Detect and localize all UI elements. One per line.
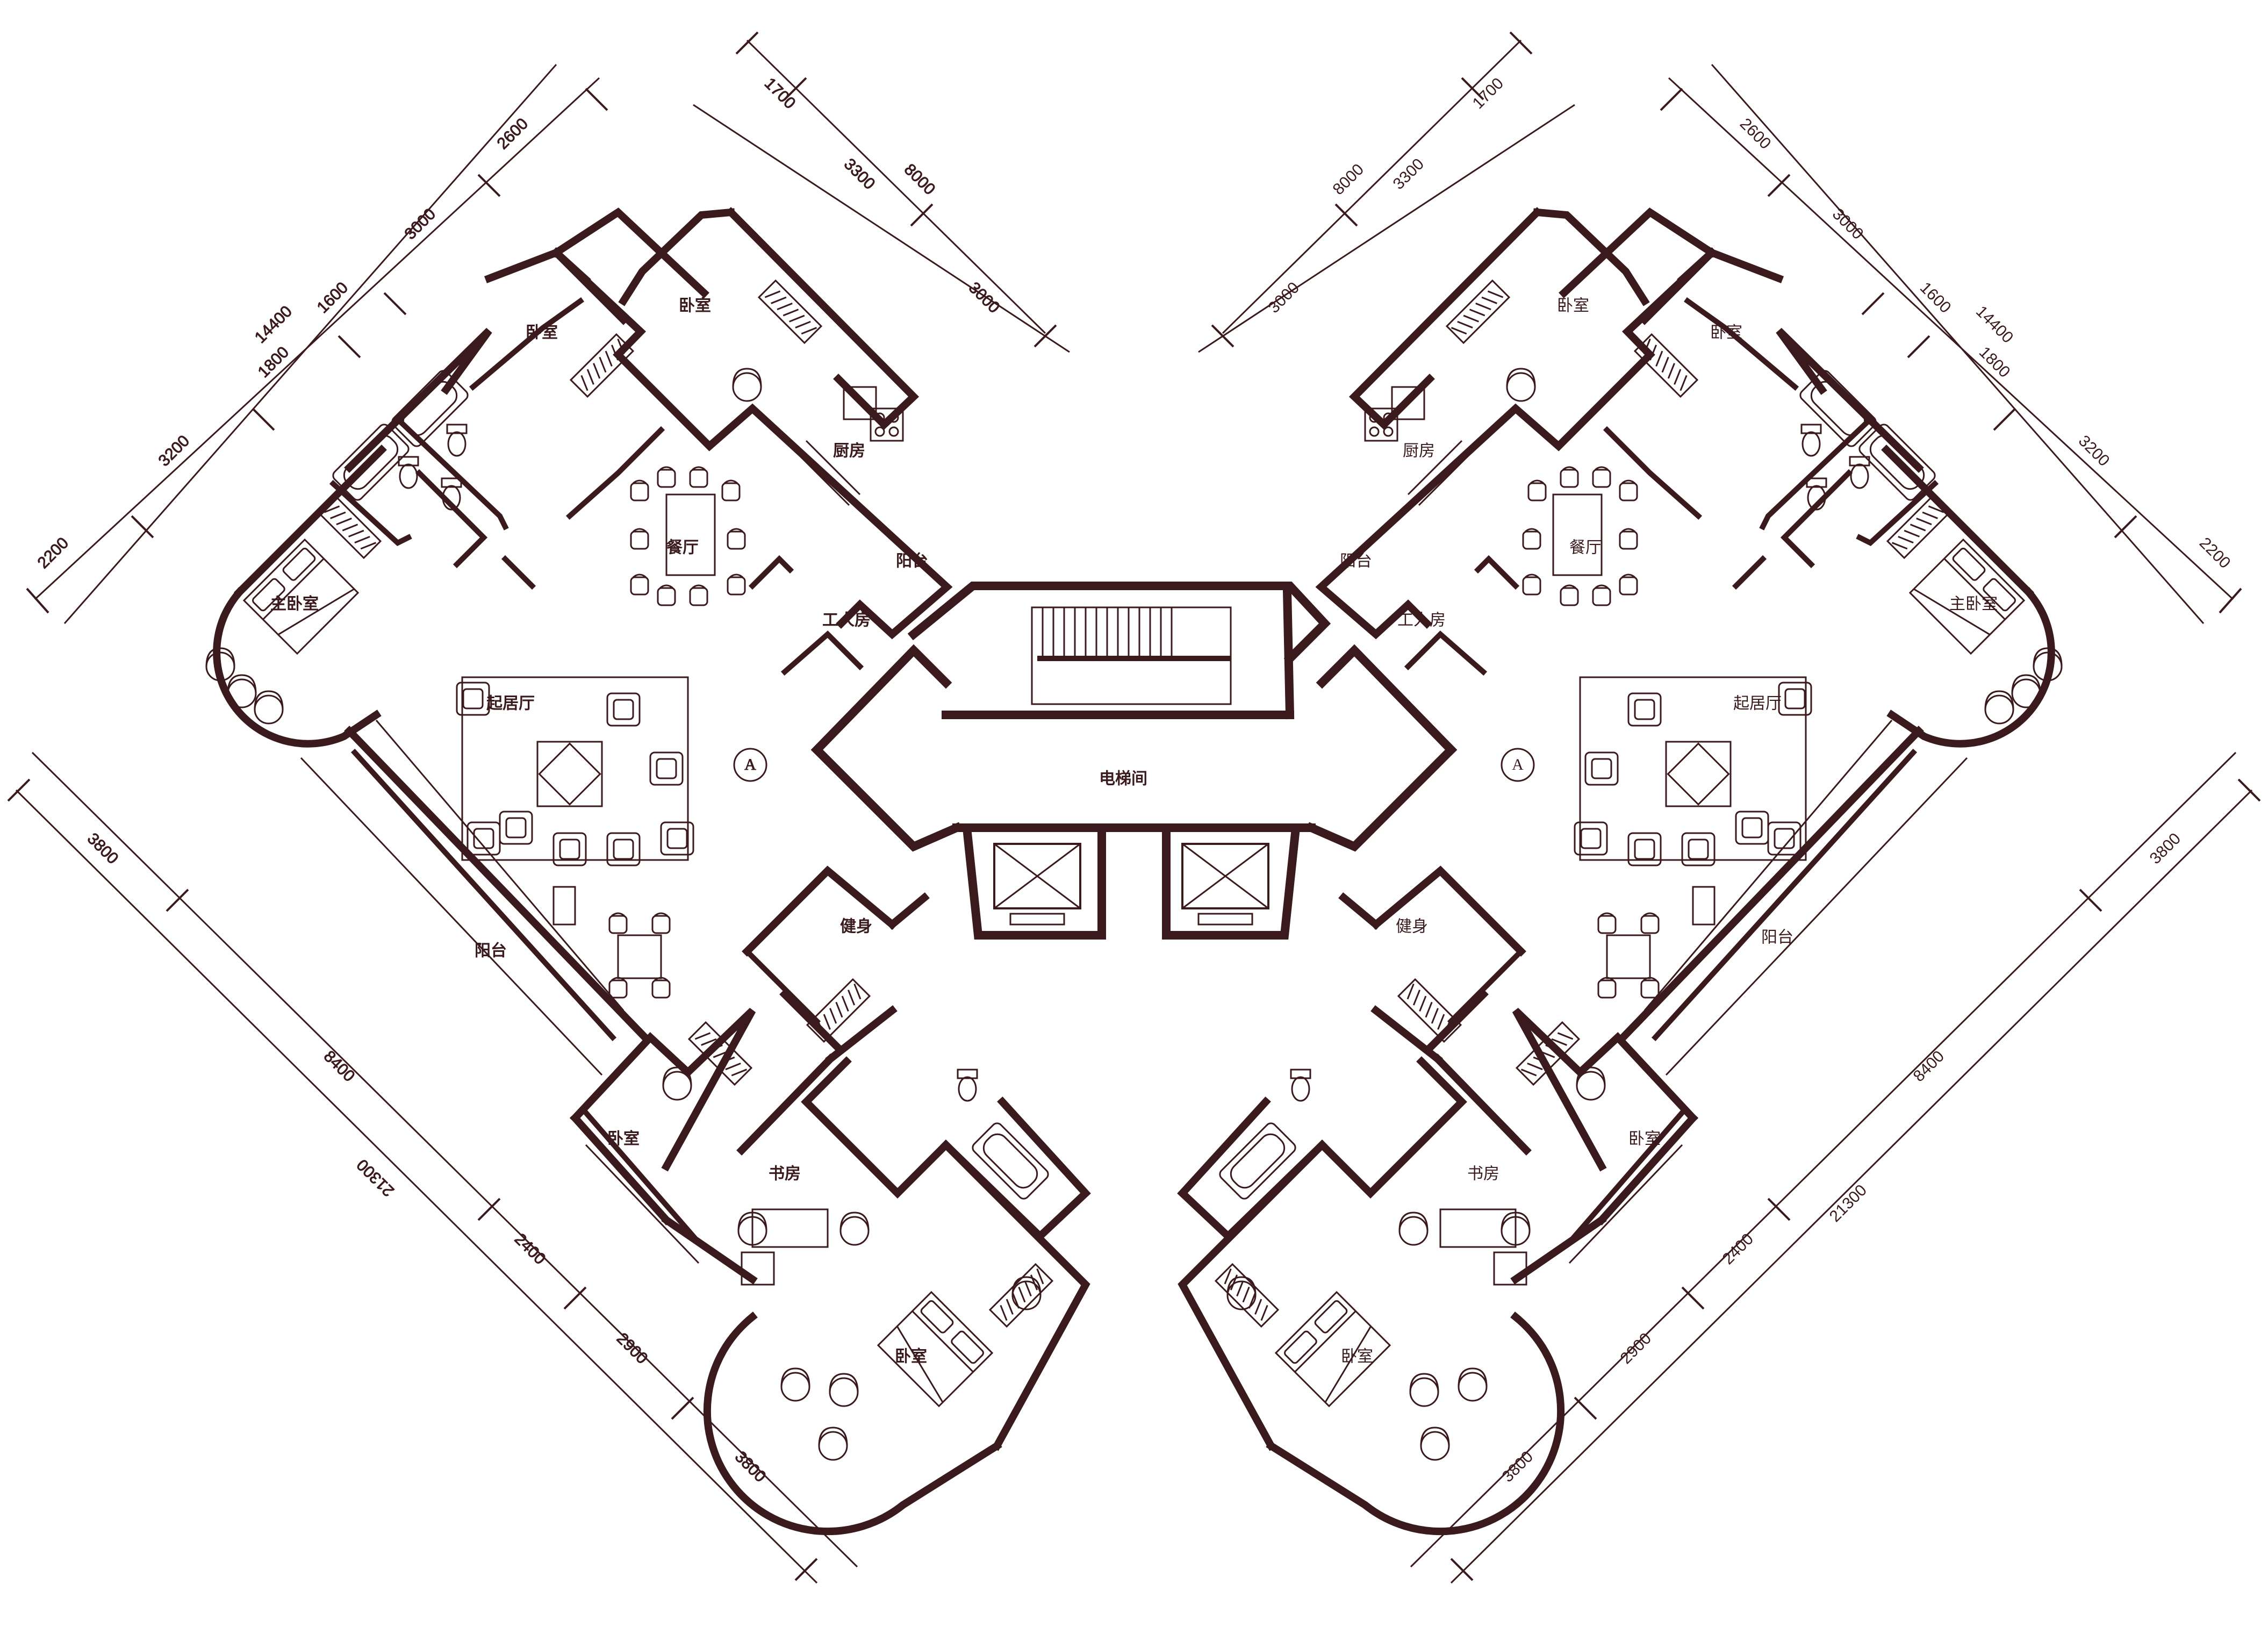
- right-label-bedroom-ne: 卧室: [1710, 324, 1742, 342]
- svg-text:1800: 1800: [255, 343, 293, 382]
- svg-text:1700: 1700: [1469, 75, 1508, 113]
- label-elevator-lobby: 电梯间: [1099, 770, 1147, 789]
- elevator-left: [993, 843, 1081, 909]
- svg-text:21300: 21300: [1826, 1181, 1870, 1225]
- right-windows: [1407, 440, 1968, 1264]
- left-furniture: [205, 279, 1053, 1461]
- svg-text:3300: 3300: [1390, 155, 1428, 193]
- svg-text:3800: 3800: [731, 1448, 770, 1486]
- svg-text:2400: 2400: [1719, 1230, 1757, 1268]
- left-exterior-walls: [213, 207, 1091, 1536]
- left-label-maid-room: 工人房: [822, 611, 871, 630]
- left-unit: 卧室 卧室 厨房 餐厅 阳台 工人房 主卧室 起居厅 阳台 健身 卧室 书房 卧…: [7, 31, 1091, 1584]
- svg-text:8000: 8000: [1330, 161, 1368, 199]
- left-windows: [300, 440, 861, 1264]
- right-label-living: 起居厅: [1733, 694, 1782, 713]
- right-label-dining: 餐厅: [1569, 539, 1602, 557]
- svg-text:8400: 8400: [1910, 1048, 1948, 1086]
- right-exterior-walls: [1177, 207, 2055, 1536]
- svg-text:2900: 2900: [613, 1330, 651, 1368]
- left-room-labels: 卧室 卧室 厨房 餐厅 阳台 工人房 主卧室 起居厅 阳台 健身 卧室 书房 卧…: [270, 296, 929, 1366]
- right-unit: [1177, 31, 2261, 1584]
- svg-text:14400: 14400: [1972, 303, 2016, 347]
- left-label-study: 书房: [769, 1165, 801, 1184]
- right-section-marker: A: [1512, 756, 1524, 773]
- elevator-right: [1181, 843, 1269, 909]
- right-dim-lines: [1198, 31, 2261, 1584]
- svg-text:8000: 8000: [901, 161, 939, 199]
- svg-text:3000: 3000: [1829, 205, 1867, 243]
- svg-text:2600: 2600: [494, 115, 532, 153]
- right-label-study: 书房: [1467, 1165, 1499, 1184]
- svg-text:14400: 14400: [252, 303, 296, 347]
- right-label-bedroom-s: 卧室: [1628, 1130, 1661, 1149]
- left-living-set: [456, 676, 694, 999]
- left-label-balcony: 阳台: [475, 942, 507, 961]
- svg-text:3000: 3000: [965, 279, 1003, 317]
- left-label-bedroom-nw: 卧室: [526, 324, 558, 342]
- left-label-gym: 健身: [840, 918, 872, 936]
- svg-text:1800: 1800: [1976, 343, 2014, 382]
- svg-text:3800: 3800: [1499, 1448, 1537, 1486]
- right-label-balcony-small: 阳台: [1340, 552, 1372, 571]
- svg-text:3200: 3200: [155, 432, 193, 470]
- left-label-master-bedroom: 主卧室: [270, 595, 319, 614]
- right-label-bedroom-n: 卧室: [1557, 297, 1589, 316]
- left-label-dining: 餐厅: [666, 539, 699, 557]
- right-section-marker-circle: [1501, 748, 1535, 782]
- right-label-gym: 健身: [1396, 918, 1428, 936]
- left-dims-bottom-left: 3800 8400 21300 2400 2900 3800: [7, 751, 858, 1584]
- left-label-living: 起居厅: [486, 694, 535, 713]
- right-label-balcony: 阳台: [1761, 928, 1793, 947]
- svg-text:3200: 3200: [2075, 432, 2113, 470]
- right-furniture: [1215, 279, 2063, 1461]
- right-dims-bottom-right: 3800 8400 21300 2400 2900 3800: [1499, 830, 2185, 1486]
- left-label-bedroom-se: 卧室: [895, 1348, 927, 1366]
- right-label-maid-room: 工人房: [1397, 611, 1446, 630]
- svg-text:1700: 1700: [761, 75, 799, 113]
- right-label-master-bedroom: 主卧室: [1949, 595, 1998, 614]
- svg-text:2200: 2200: [2196, 534, 2234, 572]
- svg-text:3000: 3000: [401, 205, 440, 243]
- svg-text:A: A: [744, 756, 756, 773]
- left-dining-set: [630, 466, 746, 606]
- right-interior-walls: [1404, 297, 1939, 1026]
- left-section-marker: A: [733, 748, 767, 782]
- svg-text:3300: 3300: [841, 155, 879, 193]
- right-label-kitchen: 厨房: [1403, 442, 1435, 461]
- left-label-bedroom-s: 卧室: [607, 1130, 640, 1149]
- stair: [1031, 606, 1232, 705]
- left-label-bedroom-n: 卧室: [679, 297, 711, 316]
- core: 电梯间: [810, 582, 1458, 940]
- right-dims-top-right: 2600 3000 1600 1800 14400 3200 2200: [1736, 115, 2234, 572]
- left-label-balcony-small: 阳台: [896, 552, 928, 571]
- svg-text:2900: 2900: [1617, 1330, 1655, 1368]
- svg-text:2600: 2600: [1736, 115, 1775, 153]
- left-dims-top-right: 1700 3300 8000 3000: [693, 31, 1070, 353]
- left-label-kitchen: 厨房: [833, 442, 865, 461]
- svg-text:2200: 2200: [34, 534, 73, 572]
- right-dining-set: [1522, 466, 1638, 606]
- svg-text:2400: 2400: [511, 1230, 549, 1268]
- right-label-bedroom-sw: 卧室: [1341, 1348, 1373, 1366]
- right-unit-text: A 卧室 卧室 厨房 餐厅 阳台 工人房 主卧室 起居厅 阳台 健身 卧室 书房…: [1265, 75, 2234, 1486]
- left-interior-walls: [329, 297, 864, 1026]
- svg-text:3000: 3000: [1265, 279, 1303, 317]
- right-living-set: [1574, 676, 1812, 999]
- svg-text:8400: 8400: [320, 1048, 358, 1086]
